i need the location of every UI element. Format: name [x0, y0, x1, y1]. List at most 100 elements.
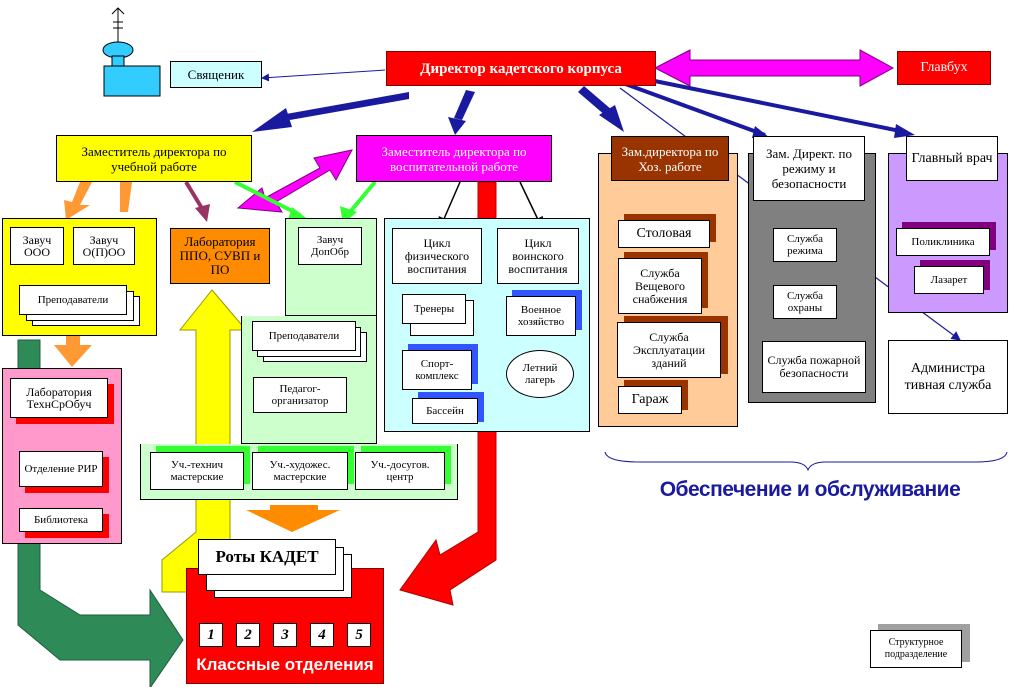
orange-arrow-1 — [64, 182, 92, 220]
brown-arrow — [184, 180, 205, 212]
yellow-big-arrow — [161, 289, 248, 593]
workshop-tech-label: Уч.-технич мастерские — [170, 459, 224, 483]
trainers-box: Тренеры — [402, 294, 466, 324]
class-4: 4 — [310, 623, 334, 647]
workshop-art-label: Уч.-художес. мастерские — [269, 459, 331, 483]
support-caption: Обеспечение и обслуживание — [659, 478, 961, 501]
chaplain-label: Священик — [187, 66, 245, 82]
deputy-security-label: Зам. Директ. по режиму и безопасности — [766, 146, 852, 191]
maintenance-service-box: Служба Эксплуатации зданий — [617, 322, 721, 378]
lab-tech-box: Лаборатория ТехнСрОбуч — [10, 378, 108, 418]
arrow-to-doctor — [639, 76, 906, 134]
head-osoo-label: Завуч О(П)ОО — [82, 233, 126, 259]
class-2: 2 — [236, 623, 260, 647]
cycle-military-label: Цикл воинского воспитания — [508, 235, 568, 276]
deputy-security-box: Зам. Директ. по режиму и безопасности — [753, 136, 865, 201]
canteen-label: Столовая — [636, 226, 692, 241]
polyclinic-box: Поликлиника — [896, 228, 990, 256]
class-3: 3 — [273, 623, 297, 647]
chief-doctor-box: Главный врач — [906, 136, 998, 181]
canteen-box: Столовая — [618, 220, 710, 248]
director-arrows — [252, 86, 624, 135]
fire-service-label: Служба пожарной безопасности — [767, 353, 861, 380]
cycle-physical-label: Цикл физического воспитания — [404, 235, 470, 276]
companies-label: Роты КАДЕТ — [215, 547, 319, 566]
orange-arrow-3 — [54, 322, 92, 367]
director-label: Директор кадетского корпуса — [420, 60, 622, 77]
workshop-leisure-label: Уч.-досугов. центр — [370, 459, 430, 483]
guard-service-box: Служба охраны — [773, 285, 837, 319]
cycle-physical-box: Цикл физического воспитания — [392, 228, 482, 284]
garage-box: Гараж — [618, 386, 682, 414]
clothing-service-box: Служба Вещевого снабжения — [618, 258, 702, 314]
class-units-label: Классные отделения — [196, 655, 374, 674]
head-ooo-box: Завуч ООО — [10, 227, 64, 265]
summer-camp-label: Летний лагерь — [522, 362, 558, 386]
class-5: 5 — [347, 623, 371, 647]
head-dopobr-label: Завуч ДопОбр — [311, 234, 349, 258]
maintenance-service-label: Служба Эксплуатации зданий — [632, 329, 706, 370]
head-dopobr-box: Завуч ДопОбр — [298, 227, 362, 265]
sport-complex-label: Спорт-комплекс — [415, 358, 459, 382]
teachers-mid-box: Преподаватели — [252, 321, 356, 351]
teachers-left-box: Преподаватели — [19, 285, 127, 315]
lab-ppo-box: Лаборатория ППО, СУВП и ПО — [170, 228, 270, 284]
fire-service-box: Служба пожарной безопасности — [762, 341, 866, 393]
pedagog-label: Педагог-организатор — [271, 383, 329, 407]
workshop-tech-box: Уч.-технич мастерские — [150, 452, 244, 490]
dept-rir-label: Отделение РИР — [24, 463, 98, 475]
director-box: Директор кадетского корпуса — [386, 51, 656, 86]
workshop-art-box: Уч.-художес. мастерские — [252, 452, 348, 490]
military-household-label: Военное хозяйство — [517, 304, 565, 328]
orange-down-arrow — [246, 505, 340, 532]
support-brace — [604, 451, 1008, 472]
teachers-mid-label: Преподаватели — [268, 330, 340, 342]
deputy-education-label: Заместитель директора по учебной работе — [81, 143, 227, 174]
admin-service-box: Администра тивная служба — [888, 340, 1008, 414]
admin-service-label: Администра тивная служба — [904, 361, 992, 393]
deputy-household-box: Зам.директора по Хоз. работе — [611, 136, 729, 181]
arrow-to-chaplain — [261, 69, 386, 82]
military-household-box: Военное хозяйство — [506, 296, 576, 336]
arrow-to-security — [619, 80, 766, 137]
lab-ppo-label: Лаборатория ППО, СУВП и ПО — [179, 234, 261, 277]
library-box: Библиотека — [19, 508, 103, 532]
deputy-education-box: Заместитель директора по учебной работе — [56, 135, 252, 182]
orange-arrow-2 — [120, 182, 132, 212]
sport-complex-box: Спорт-комплекс — [402, 350, 472, 390]
green-arrow-1 — [234, 180, 301, 217]
chaplain-box: Священик — [170, 61, 262, 88]
summer-camp-oval: Летний лагерь — [506, 350, 574, 398]
arrow-upbringing-lab — [236, 149, 353, 213]
head-ooo-label: Завуч ООО — [22, 233, 52, 259]
class-1: 1 — [199, 623, 223, 647]
infirmary-label: Лазарет — [930, 274, 968, 286]
workshop-leisure-box: Уч.-досугов. центр — [355, 452, 445, 490]
garage-label: Гараж — [631, 392, 669, 407]
pool-box: Бассейн — [412, 398, 478, 424]
guard-service-label: Служба охраны — [786, 290, 824, 314]
arrow-director-accountant — [653, 49, 895, 87]
chapel-icon — [102, 7, 161, 97]
head-osoo-box: Завуч О(П)ОО — [73, 227, 135, 265]
regime-service-box: Служба режима — [773, 228, 837, 262]
infirmary-box: Лазарет — [914, 266, 984, 294]
green-arrow-2 — [348, 180, 377, 214]
polyclinic-label: Поликлиника — [911, 236, 975, 248]
chief-accountant-label: Главбух — [920, 60, 968, 75]
trainers-label: Тренеры — [413, 303, 455, 315]
lab-tech-label: Лаборатория ТехнСрОбуч — [26, 385, 92, 411]
deputy-household-label: Зам.директора по Хоз. работе — [621, 143, 719, 174]
legend-box: Структурное подразделение — [870, 630, 962, 668]
regime-service-label: Служба режима — [786, 233, 824, 257]
chief-accountant-box: Главбух — [897, 51, 991, 85]
legend-label: Структурное подразделение — [884, 637, 948, 660]
deputy-upbringing-box: Заместитель директора по воспитательной … — [356, 135, 552, 182]
chief-doctor-label: Главный врач — [911, 150, 993, 166]
companies-box: Роты КАДЕТ — [198, 539, 336, 575]
clothing-service-label: Служба Вещевого снабжения — [632, 265, 688, 306]
dept-rir-box: Отделение РИР — [19, 451, 103, 487]
pool-label: Бассейн — [426, 405, 464, 417]
pedagog-box: Педагог-организатор — [253, 377, 347, 413]
library-label: Библиотека — [33, 514, 88, 526]
